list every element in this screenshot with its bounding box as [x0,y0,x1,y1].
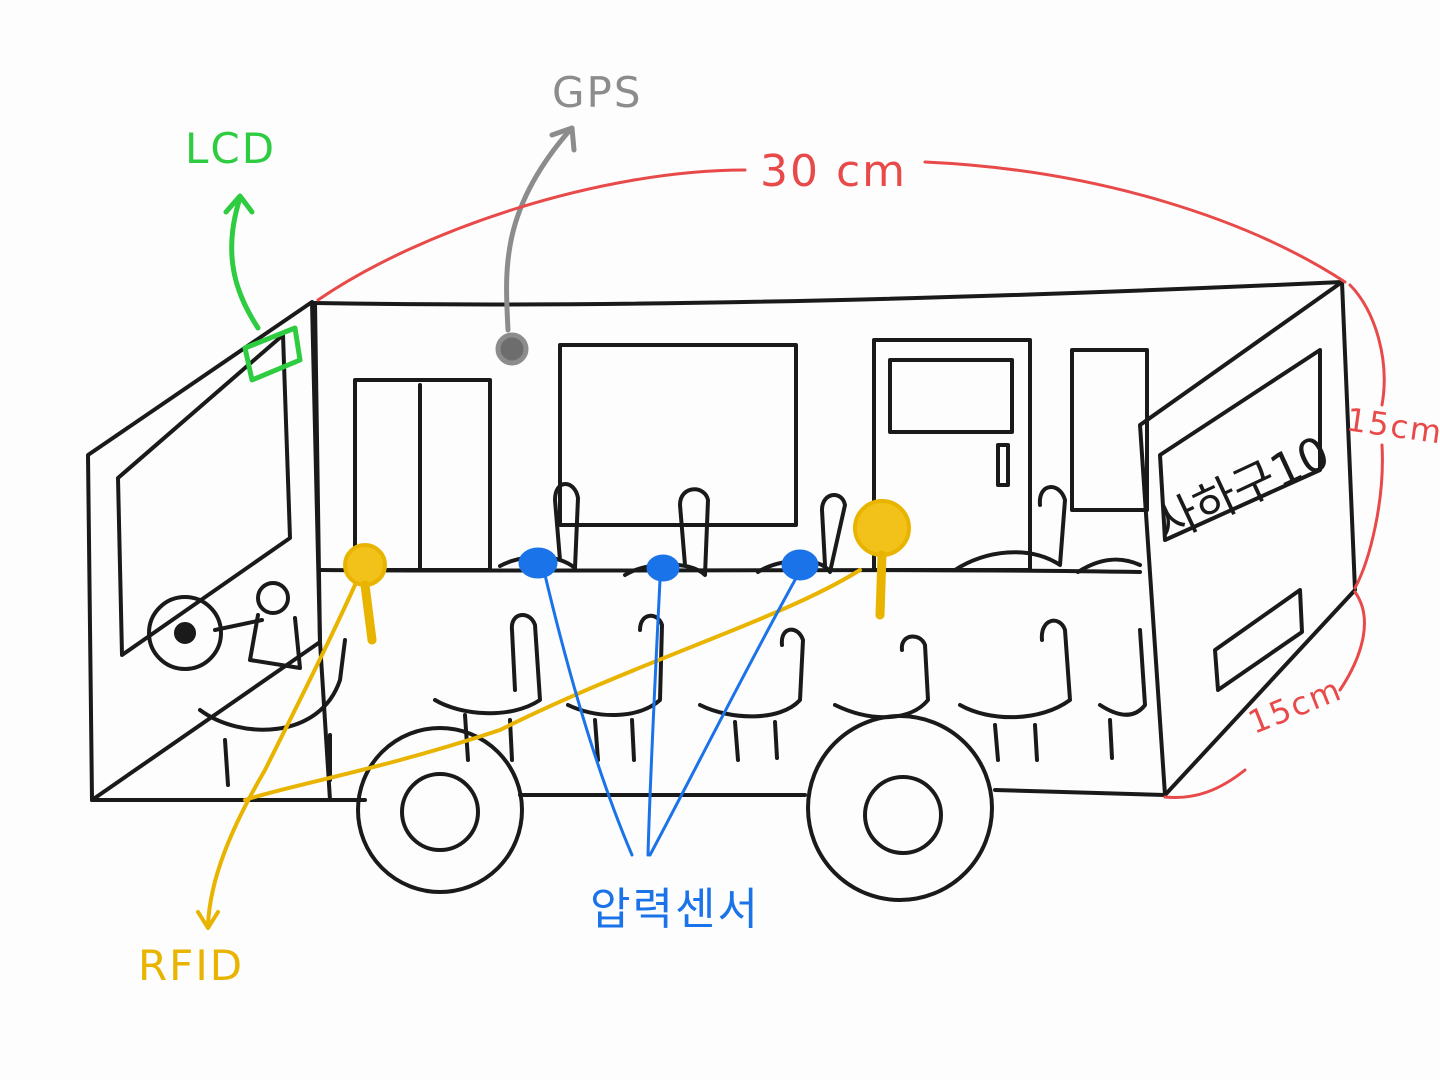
bus-roof [313,280,1344,307]
seat-front-5 [958,618,1072,762]
pressure-line-2 [646,578,662,857]
windshield-glass [116,333,292,657]
gps-label: GPS [552,68,643,117]
pressure-line-3 [648,578,797,857]
door [872,338,1032,572]
rear-panel [1138,280,1357,797]
seat-front-2 [566,613,664,762]
rfid-blob-icon [343,543,387,587]
steering-wheel [147,595,223,671]
bus-bottom [90,788,1167,802]
driver-seat [198,638,347,787]
window-1 [353,378,492,572]
wheel-front [356,726,524,894]
pressure-sensor-label: 압력센서 [590,884,760,935]
pressure-dot-icon [781,549,819,581]
wheel-rear-hub [863,775,943,855]
rfid-tail-right [875,550,887,620]
seat-front-3 [698,627,805,762]
dimension-annotations [316,160,1386,800]
door-handle [996,443,1010,487]
rfid-wire-left [196,583,357,930]
seat-back-5 [1076,557,1142,574]
gps-arrow [504,125,577,333]
steering-hub [174,622,196,644]
driver-head [256,581,290,615]
depth-arc [1163,590,1366,800]
pressure-sensor-annotation [518,547,819,857]
window-3 [1070,348,1149,512]
rfid-blob-icon [853,499,911,557]
length-arc-right [923,160,1347,284]
seat-front-6 [1098,628,1147,760]
seat-front-4 [833,634,930,720]
wheel-rear [806,714,994,902]
wheel-front-hub [400,772,480,852]
height-arc [1348,283,1386,590]
length-arc-left [316,168,747,302]
steering-column [213,618,264,632]
lcd-label: LCD [185,124,277,173]
seat-front-1 [433,613,542,762]
door-window [888,358,1014,434]
pressure-dot-icon [646,554,680,582]
bus-body [86,280,1357,902]
lcd-rectangle-icon [242,325,303,383]
rear-window [1158,348,1322,542]
driver-body [248,613,302,670]
gps-annotation [495,125,577,366]
pressure-dot-icon [518,547,558,579]
bus-front-pillar [313,301,332,802]
length-label: 30 cm [760,146,908,197]
rear-plate [1213,588,1304,692]
window-2 [558,343,798,527]
gps-dot-icon [495,332,529,366]
rfid-label: RFID [138,941,245,990]
rfid-tail-left [360,580,377,645]
seat-back-3 [756,493,847,574]
seat-back-4 [953,485,1067,572]
lcd-arrow [223,193,261,331]
lcd-annotation [223,193,303,383]
pressure-line-1 [543,573,634,857]
